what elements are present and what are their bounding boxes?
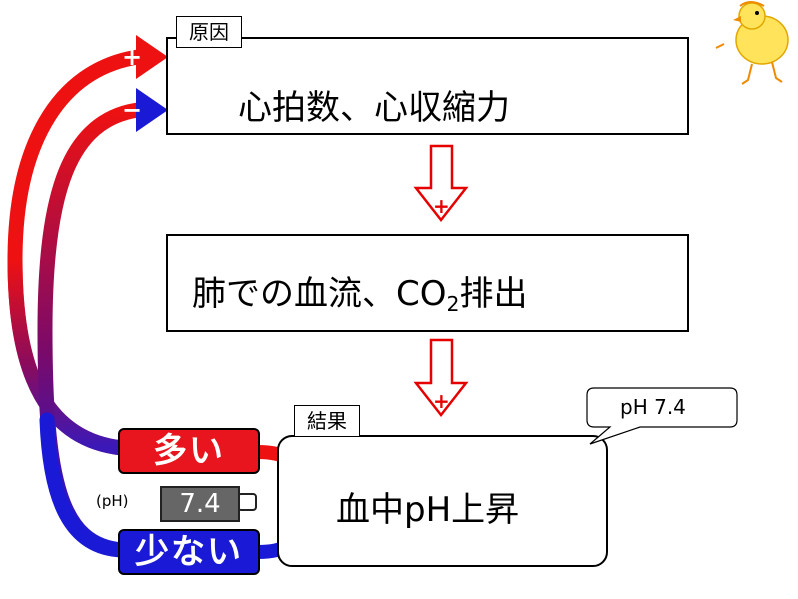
cause-label: 心拍数、心収縮力 xyxy=(238,88,510,128)
result-label: 血中pH上昇 xyxy=(336,490,520,530)
callout-bubble xyxy=(586,387,738,445)
result-box xyxy=(277,435,608,567)
result-tag: 結果 xyxy=(294,405,360,437)
lung-flow-label-prefix: 肺での血流、CO xyxy=(192,274,447,314)
minus-arrowhead xyxy=(136,88,168,132)
lung-flow-label-suffix: 排出 xyxy=(459,274,528,314)
cause-tag: 原因 xyxy=(176,16,242,48)
plus-sign: + xyxy=(122,43,143,71)
gauge-cap xyxy=(237,493,257,511)
callout-text: pH 7.4 xyxy=(620,395,686,419)
down-arrow-1-sign: + xyxy=(433,194,450,218)
feedback-loop-high-gradient xyxy=(7,252,130,456)
down-arrow-1 xyxy=(413,144,469,223)
lung-flow-label-subscript: 2 xyxy=(446,292,460,317)
high-indicator: 多い xyxy=(118,428,260,474)
plus-arrowhead xyxy=(136,35,168,79)
cause-box xyxy=(166,37,689,135)
low-indicator: 少ない xyxy=(118,529,260,575)
ph-unit-label: (pH) xyxy=(96,492,129,510)
minus-sign: − xyxy=(122,96,143,124)
ph-gauge: 7.4 xyxy=(160,486,240,522)
lung-flow-label: 肺での血流、CO2排出 xyxy=(192,266,528,316)
down-arrow-2 xyxy=(413,338,469,418)
chick-mascot xyxy=(715,1,789,85)
down-arrow-2-sign: + xyxy=(433,389,450,413)
lung-flow-box xyxy=(166,234,689,332)
feedback-loop-low-base xyxy=(39,412,130,558)
